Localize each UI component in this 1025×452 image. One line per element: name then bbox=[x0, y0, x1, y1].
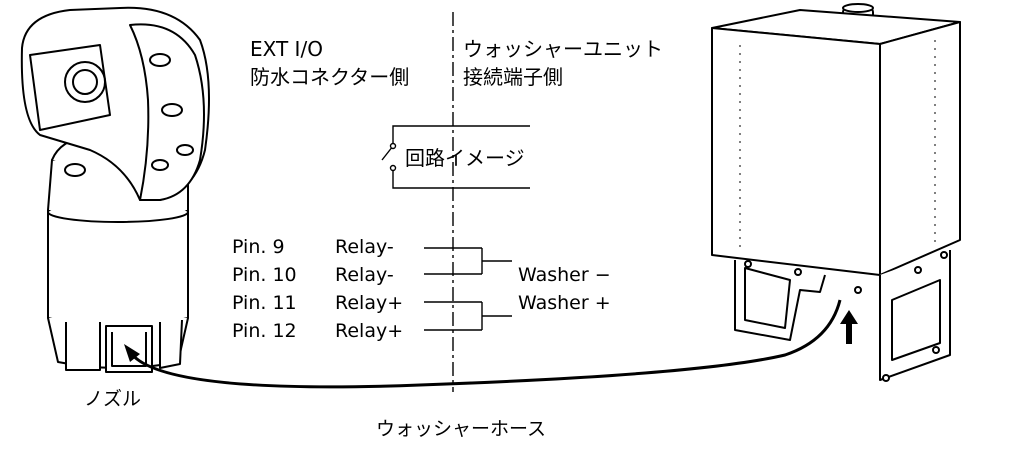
up-arrow-icon bbox=[840, 310, 858, 344]
wiring-lines bbox=[424, 247, 512, 331]
washer-hose-line bbox=[128, 299, 842, 389]
pin-10-signal: Relay- bbox=[335, 264, 394, 286]
washer-unit-illustration bbox=[711, 3, 961, 382]
washer-unit-label: ウォッシャーユニット bbox=[463, 37, 663, 61]
connection-terminal-side-label: 接続端子側 bbox=[463, 65, 563, 89]
pin-9-signal: Relay- bbox=[335, 236, 394, 258]
ext-io-label: EXT I/O bbox=[250, 37, 323, 61]
circuit-image-bracket bbox=[381, 125, 530, 189]
pin-9-label: Pin. 9 bbox=[232, 236, 285, 258]
washer-minus-label: Washer − bbox=[518, 264, 611, 286]
pin-12-label: Pin. 12 bbox=[232, 320, 297, 342]
waterproof-connector-side-label: 防水コネクター側 bbox=[250, 65, 409, 89]
hose-arrowhead bbox=[124, 344, 140, 362]
pin-list: Pin. 9 Relay- Pin. 10 Relay- Pin. 11 Rel… bbox=[232, 236, 403, 342]
circuit-image-label: 回路イメージ bbox=[405, 146, 525, 170]
pin-12-signal: Relay+ bbox=[335, 320, 403, 342]
pin-11-label: Pin. 11 bbox=[232, 292, 297, 314]
washer-hose-label: ウォッシャーホース bbox=[376, 418, 546, 440]
pin-10-label: Pin. 10 bbox=[232, 264, 297, 286]
nozzle-label: ノズル bbox=[84, 388, 141, 410]
ptz-camera-illustration bbox=[20, 6, 210, 373]
washer-plus-label: Washer + bbox=[518, 292, 611, 314]
pin-11-signal: Relay+ bbox=[335, 292, 403, 314]
